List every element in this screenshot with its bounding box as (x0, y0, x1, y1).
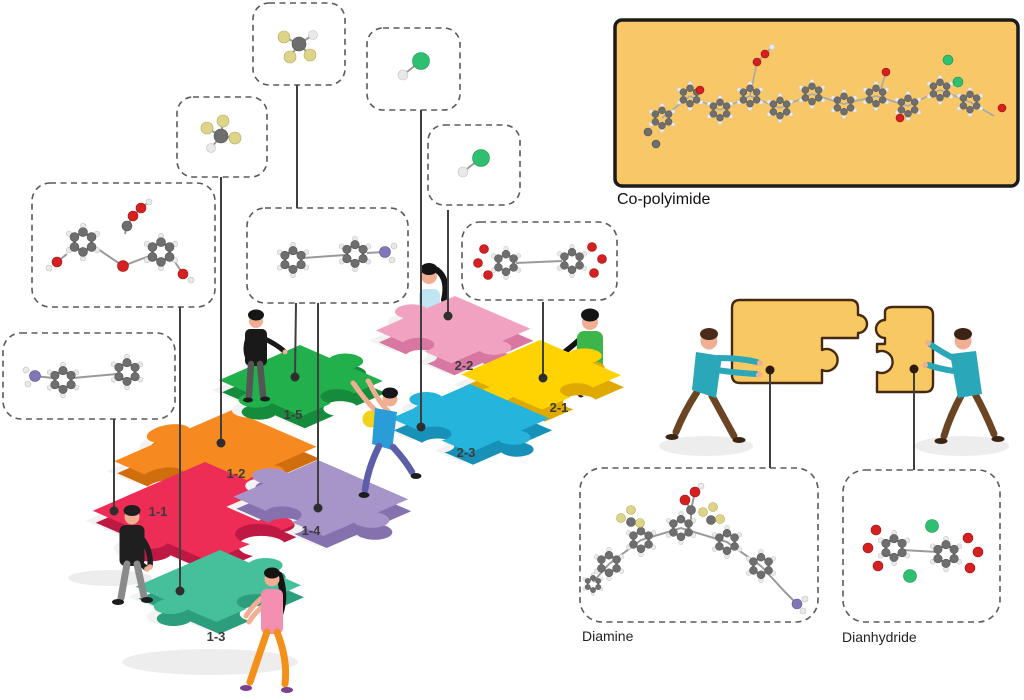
chloride-molecule-lower (457, 149, 490, 178)
yellow-piece-left (730, 298, 869, 385)
person-woman-pink-at-teal (240, 567, 293, 693)
piece-label-1-3: 1-3 (207, 629, 226, 644)
shadow-under-red-piece (68, 570, 152, 586)
person-man-teal-right (922, 328, 1005, 444)
person-man-blue-climbing (350, 378, 422, 498)
chloride-box-lower (427, 124, 521, 206)
diamine-label: Diamine (582, 628, 634, 644)
copolyimide-label: Co-polyimide (617, 191, 710, 208)
person-man-black-near-red (112, 505, 153, 605)
piece-labels: 1-1 1-2 1-3 1-4 1-5 2-1 2-2 2-3 (149, 358, 569, 644)
xanthene-diol-molecule (45, 198, 195, 284)
person-man-teal-left (665, 328, 763, 443)
shadow-under-teal-piece (122, 649, 298, 675)
dianhydride-molecule (862, 519, 984, 583)
person-man-black-at-green (243, 309, 288, 403)
diamine-molecule (581, 482, 809, 615)
diamine-box (579, 467, 819, 623)
piece-label-2-2: 2-2 (455, 358, 474, 373)
piece-label-1-2: 1-2 (227, 466, 246, 481)
dianhydride-small-molecule (473, 242, 607, 281)
piece-label-1-5: 1-5 (284, 407, 303, 422)
piece-label-2-3: 2-3 (457, 445, 476, 460)
copolyimide-molecule-chain (643, 43, 1007, 149)
piece-label-2-1: 2-1 (550, 400, 569, 415)
connector-lines (109, 85, 919, 596)
copolyimide-panel (613, 18, 1020, 188)
aminobiphenyl-molecule-middle (275, 234, 398, 280)
yellow-piece-right (874, 305, 935, 394)
dianhydride-box (842, 469, 1001, 623)
aminobiphenyl-molecule-left (22, 352, 145, 400)
piece-label-1-1: 1-1 (149, 504, 168, 519)
xanthene-diol-box (31, 182, 216, 308)
shadow-left-man-right-panel (659, 436, 753, 456)
piece-label-1-4: 1-4 (302, 523, 322, 538)
monomer-boxes (2, 2, 618, 420)
chloride-box-top (366, 27, 461, 111)
trifluoromethane-molecule-lower (200, 114, 242, 153)
chloride-molecule-top (397, 52, 430, 81)
trifluoromethane-molecule-top (277, 30, 318, 64)
dianhydride-label: Dianhydride (842, 629, 917, 645)
